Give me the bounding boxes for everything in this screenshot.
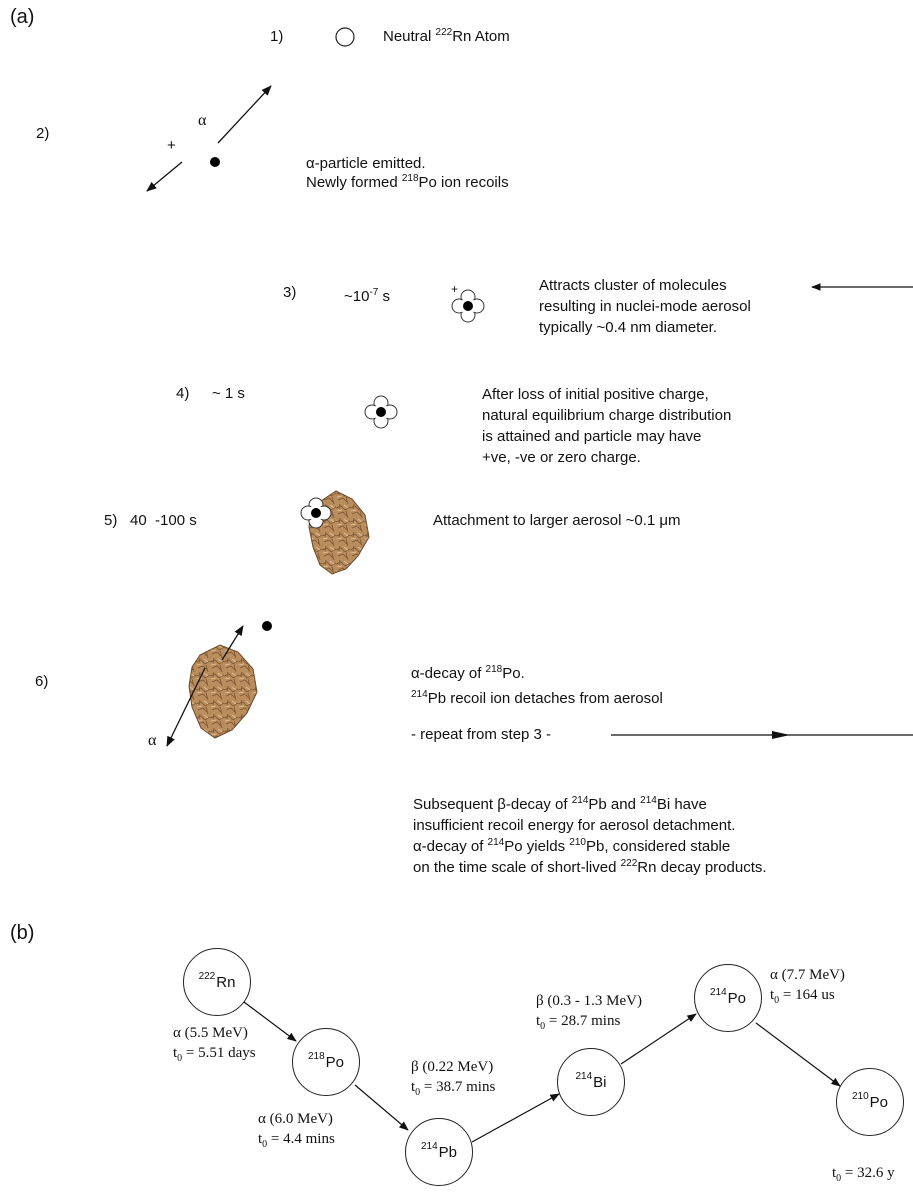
step4-line4: +ve, -ve or zero charge. <box>482 449 641 466</box>
po218-ion-dot <box>210 157 220 167</box>
pb214-ion-dot <box>262 621 272 631</box>
step3-plus-label: + <box>451 282 459 296</box>
step5-text: Attachment to larger aerosol ~0.1 μm <box>433 512 681 529</box>
step4-time: ~ 1 s <box>212 385 245 402</box>
step3-time: ~10-7 s <box>344 287 391 306</box>
step2-line2: Newly formed 218Po ion recoils <box>306 173 509 192</box>
step4-line3: is attained and particle may have <box>482 428 702 445</box>
alpha-emission-arrow <box>217 85 272 144</box>
step2-plus-label: + <box>167 137 176 154</box>
step2-number: 2) <box>36 125 50 142</box>
transition4-decay: β (0.3 - 1.3 MeV) <box>536 993 642 1009</box>
decay-arrow-bi214-po214 <box>620 1013 697 1065</box>
po210-halflife: t0 = 32.6 y <box>832 1165 895 1184</box>
transition3-halflife: t0 = 38.7 mins <box>411 1079 496 1098</box>
step4-number: 4) <box>176 385 190 402</box>
note-line2: insufficient recoil energy for aerosol d… <box>413 817 736 834</box>
step6-line1: α-decay of 218Po. <box>411 664 525 683</box>
recoil-arrow <box>146 161 183 192</box>
decay-arrow-rn-po218 <box>243 1001 297 1042</box>
step2-alpha-label: α <box>198 112 207 129</box>
step5-time: 40 -100 s <box>130 512 197 529</box>
step6-recoil-arrow <box>221 625 244 661</box>
panel-b-label: (b) <box>10 922 35 944</box>
step3-line2: resulting in nuclei-mode aerosol <box>539 298 751 315</box>
step1-number: 1) <box>270 28 284 45</box>
step3-line1: Attracts cluster of molecules <box>539 277 727 294</box>
step6-number: 6) <box>35 673 49 690</box>
transition3-decay: β (0.22 MeV) <box>411 1059 494 1075</box>
step6-repeat-text: - repeat from step 3 - <box>411 726 552 743</box>
decay-arrow-pb214-bi214 <box>471 1093 560 1143</box>
step6-alpha-label: α <box>148 732 157 749</box>
step4-line1: After loss of initial positive charge, <box>482 386 709 403</box>
transition1-halflife: t0 = 5.51 days <box>173 1045 256 1064</box>
transition4-halflife: t0 = 28.7 mins <box>536 1013 621 1032</box>
decay-arrow-po214-po210 <box>755 1022 841 1087</box>
neutral-atom-circle <box>335 27 355 47</box>
transition2-halflife: t0 = 4.4 mins <box>258 1131 335 1150</box>
cluster-particle-step4 <box>364 395 398 429</box>
step3-line3: typically ~0.4 nm diameter. <box>539 319 718 336</box>
step4-line2: natural equilibrium charge distribution <box>482 407 732 424</box>
aerosol-particle-step6 <box>188 644 258 739</box>
note-line1: Subsequent β-decay of 214Pb and 214Bi ha… <box>413 795 707 814</box>
transition5-decay: α (7.7 MeV) <box>770 967 845 983</box>
step2-line1: α-particle emitted. <box>306 155 426 172</box>
step6-alpha-arrow <box>166 667 206 747</box>
note-line4: on the time scale of short-lived 222Rn d… <box>413 858 767 877</box>
panel-a-label: (a) <box>10 6 35 28</box>
decay-arrow-po218-pb214 <box>354 1084 409 1131</box>
note-line3: α-decay of 214Po yields 210Pb, considere… <box>413 837 731 856</box>
transition1-decay: α (5.5 MeV) <box>173 1025 248 1041</box>
repeat-arrowhead <box>772 731 790 739</box>
step1-text: Neutral 222Rn Atom <box>383 27 510 46</box>
step6-line2: 214Pb recoil ion detaches from aerosol <box>411 689 663 708</box>
transition2-decay: α (6.0 MeV) <box>258 1111 333 1127</box>
cluster-particle-step3 <box>451 289 485 323</box>
step5-number: 5) <box>104 512 118 529</box>
attached-cluster-step5 <box>300 497 332 529</box>
transition5-halflife: t0 = 164 us <box>770 987 835 1006</box>
step3-number: 3) <box>283 284 297 301</box>
